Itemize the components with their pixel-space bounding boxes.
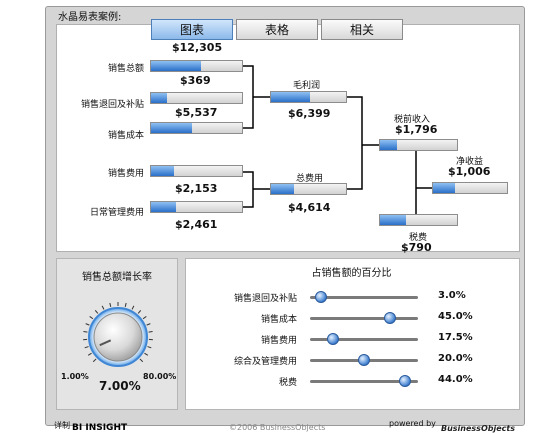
dial-tick [86,324,90,326]
growth-value: 7.00% [99,379,141,393]
dial-tick [102,306,104,310]
percent-slider-label: 综合及管理费用 [234,354,297,367]
percent-slider-row: 销售退回及补贴 3.0% [190,289,510,305]
footer-left-text: 详制 [54,420,70,431]
percent-slider-value: 3.0% [438,290,466,301]
dial-tick [95,310,98,313]
growth-max-label: 80.00% [143,372,176,381]
percent-slider-row: 综合及管理费用 20.0% [190,352,510,368]
dial-tick [85,347,89,348]
powered-by-text: powered by [389,419,436,428]
percent-slider-row: 销售成本 45.0% [190,310,510,326]
percent-slider-knob[interactable] [315,291,327,303]
percent-slider-label: 销售费用 [261,333,297,346]
percent-slider-value: 44.0% [438,374,473,385]
dial-tick [88,353,91,355]
percent-slider-value: 45.0% [438,311,473,322]
percent-slider-label: 税费 [279,375,297,388]
percent-slider-knob[interactable] [327,333,339,345]
dial-tick [144,353,147,355]
dial-tick [110,303,111,307]
dial-tick [147,324,151,326]
percent-title: 占销售额的百分比 [185,264,518,279]
dial-tick [132,306,134,310]
dial-tick [147,347,151,348]
dial-tick [143,316,146,318]
percent-slider-row: 税费 44.0% [190,373,510,389]
growth-min-label: 1.00% [61,372,89,381]
dial-tick [125,303,126,307]
percent-slider-label: 销售退回及补贴 [234,291,297,304]
bi-insight-logo: BI INSIGHT [72,423,127,433]
percent-slider-value: 17.5% [438,332,473,343]
dial-tick [140,359,143,362]
dial-tick [138,310,141,313]
percent-slider-knob[interactable] [384,312,396,324]
percent-slider-knob[interactable] [399,375,411,387]
percent-slider-track[interactable] [310,317,418,320]
percent-slider-value: 20.0% [438,353,473,364]
percent-slider-knob[interactable] [358,354,370,366]
dial-tick [83,332,87,333]
dial-tick [90,316,93,318]
dial-tick [149,332,153,333]
percent-slider-row: 销售费用 17.5% [190,331,510,347]
businessobjects-logo: BusinessObjects [441,424,515,433]
dial-tick [93,359,96,362]
percent-slider-label: 销售成本 [261,312,297,325]
